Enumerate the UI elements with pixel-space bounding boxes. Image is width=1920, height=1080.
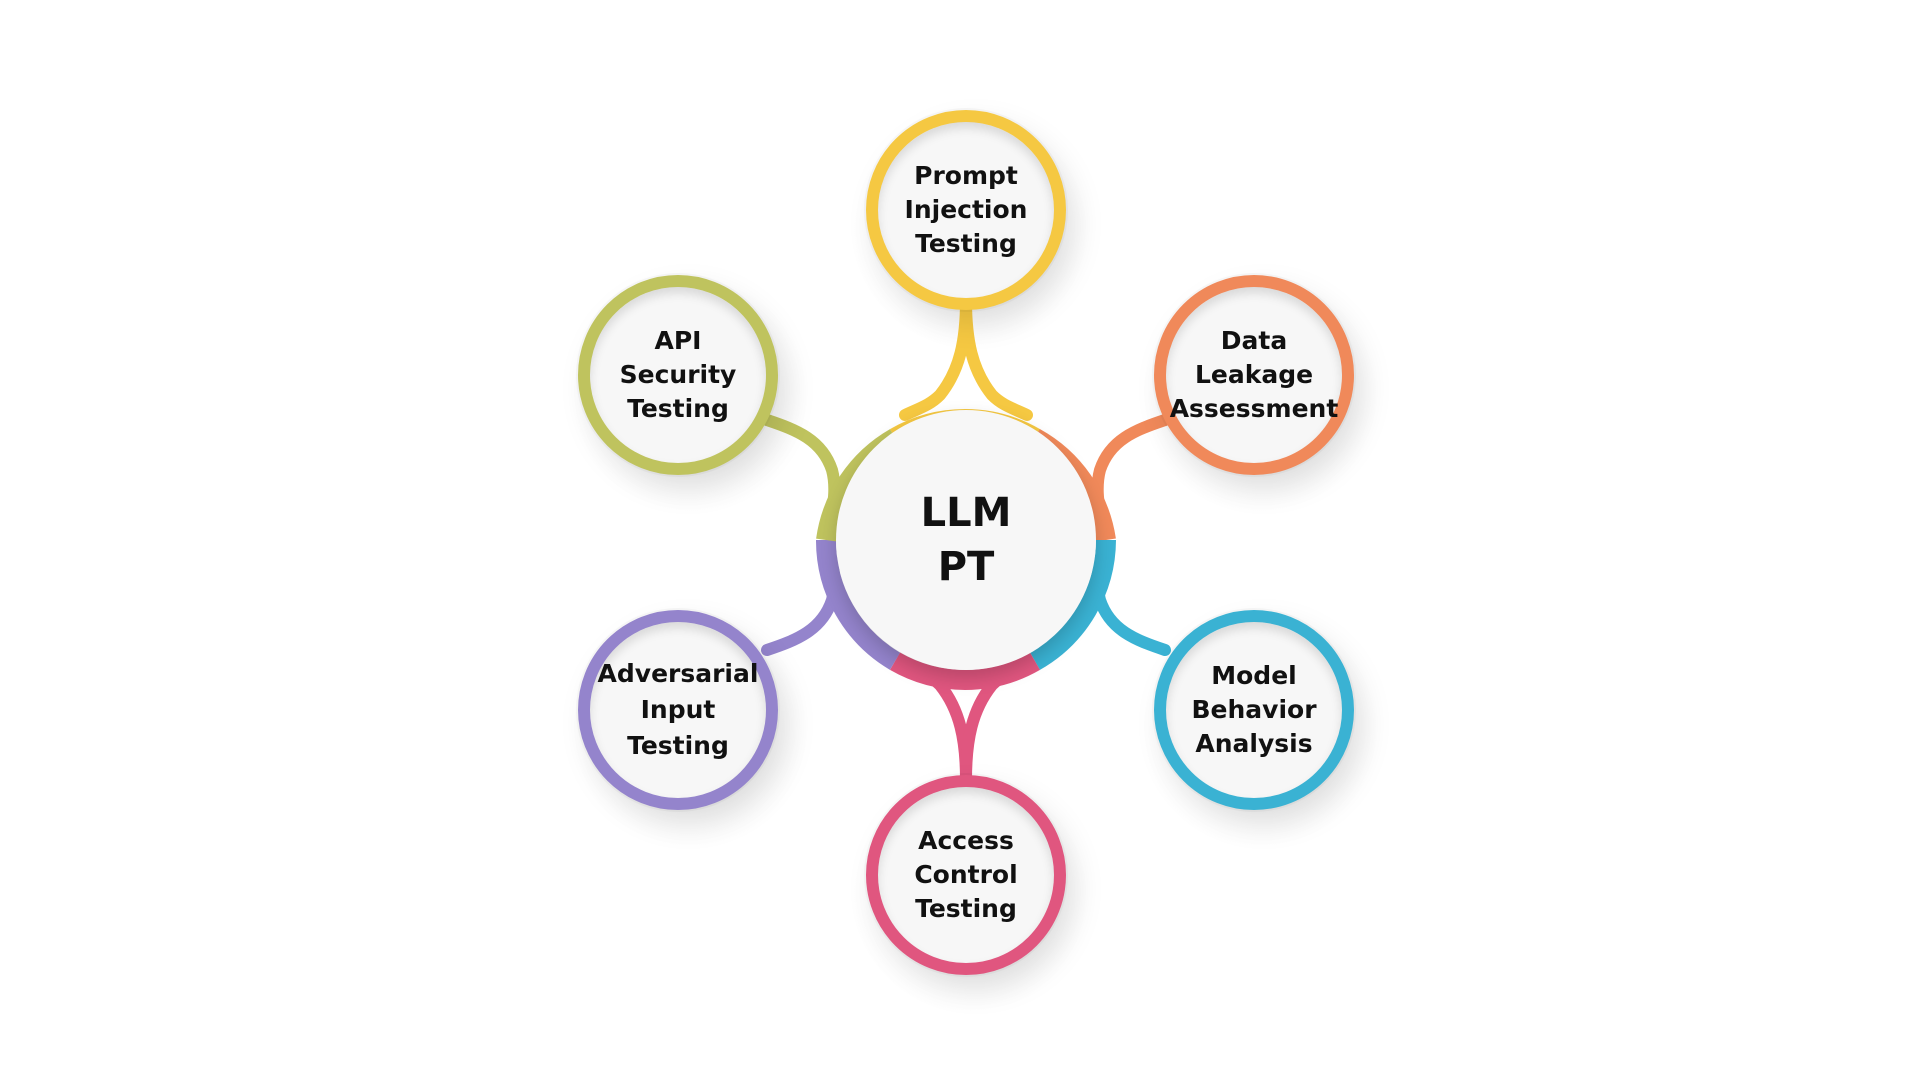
node-label-line: Security <box>619 360 737 389</box>
branch-adversarial-input <box>761 554 841 656</box>
center-label: LLM PT <box>921 486 1012 594</box>
center-label-line2: PT <box>937 544 995 590</box>
node-label-line: Analysis <box>1195 729 1313 758</box>
node-label: Prompt Injection Testing <box>905 159 1028 261</box>
node-label: Model Behavior Analysis <box>1191 659 1316 761</box>
branch-api-security <box>761 414 841 521</box>
node-label-line: Model <box>1211 661 1297 690</box>
node-prompt-injection: Prompt Injection Testing <box>866 110 1066 310</box>
branch-model-behavior <box>1091 554 1171 656</box>
node-label-line: Prompt <box>914 161 1018 190</box>
branch-prompt-injection-b <box>960 294 1033 421</box>
node-label-line: Control <box>914 860 1018 889</box>
node-label-line: Testing <box>627 394 729 423</box>
node-label-line: API <box>654 326 702 355</box>
node-label-line: Assessment <box>1169 394 1339 423</box>
node-label-line: Data <box>1220 326 1288 355</box>
node-label-line: Testing <box>915 229 1017 258</box>
node-adversarial-input: Adversarial Input Testing <box>578 610 778 810</box>
center-node: LLM PT <box>836 410 1096 670</box>
branches <box>761 294 1171 786</box>
node-label-line: Access <box>918 826 1014 855</box>
node-label: Access Control Testing <box>914 824 1017 926</box>
node-data-leakage: Data Leakage Assessment <box>1154 275 1354 475</box>
node-access-control: Access Control Testing <box>866 775 1066 975</box>
branch-data-leakage <box>1091 414 1171 521</box>
node-label-line: Testing <box>627 731 729 760</box>
node-model-behavior: Model Behavior Analysis <box>1154 610 1354 810</box>
node-label-line: Leakage <box>1194 360 1314 389</box>
branch-access-control-b <box>960 662 1033 786</box>
node-label-line: Testing <box>915 894 1017 923</box>
node-label: API Security Testing <box>620 324 737 426</box>
node-label: Adversarial Input Testing <box>598 656 759 764</box>
node-label: Data Leakage Assessment <box>1170 324 1339 426</box>
node-label-line: Behavior <box>1191 695 1317 724</box>
node-api-security: API Security Testing <box>578 275 778 475</box>
branch-prompt-injection <box>899 294 972 421</box>
node-label-line: Injection <box>904 195 1028 224</box>
center-label-line1: LLM <box>920 490 1012 536</box>
node-label-line: Adversarial <box>597 659 759 688</box>
node-label-line: Input <box>640 695 716 724</box>
